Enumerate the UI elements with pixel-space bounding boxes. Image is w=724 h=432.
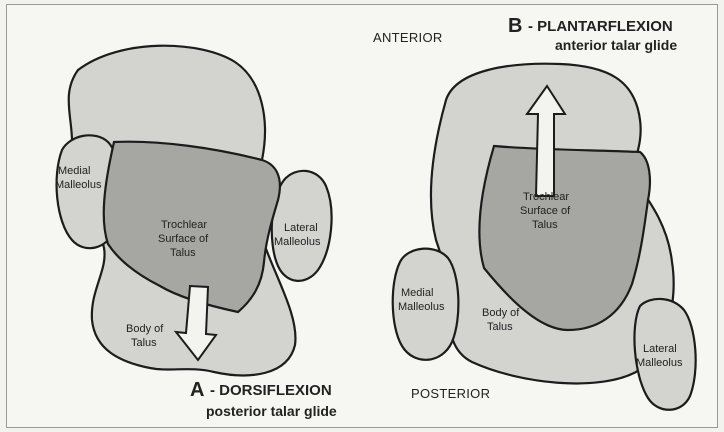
panel-a-trochlear-label-2: Surface of: [158, 233, 209, 245]
anterior-label: ANTERIOR: [373, 30, 443, 45]
panel-b-trochlear-label-1: Trochlear: [523, 191, 569, 203]
panel-a-body-label-2: Talus: [131, 337, 157, 349]
panel-a-dorsiflexion: Medial Malleolus Lateral Malleolus Troch…: [55, 46, 337, 419]
panel-b-lateral-label-1: Lateral: [643, 343, 677, 355]
posterior-label: POSTERIOR: [411, 386, 490, 401]
panel-b-title: - PLANTARFLEXION: [528, 18, 673, 35]
panel-a-body-label-1: Body of: [126, 323, 164, 335]
panel-b-trochlear-label-3: Talus: [532, 219, 558, 231]
panel-a-subtitle: posterior talar glide: [206, 403, 337, 419]
panel-b-body-label-1: Body of: [482, 307, 520, 319]
panel-b-lateral-label-2: Malleolus: [636, 357, 683, 369]
panel-a-title: - DORSIFLEXION: [210, 382, 332, 399]
panel-b-trochlear-label-2: Surface of: [520, 205, 571, 217]
panel-b-subtitle: anterior talar glide: [555, 37, 677, 53]
panel-b-medial-label-2: Malleolus: [398, 301, 445, 313]
panel-a-trochlear-label-3: Talus: [170, 247, 196, 259]
panel-a-lateral-label-1: Lateral: [284, 222, 318, 234]
panel-b-body-label-2: Talus: [487, 321, 513, 333]
panel-b-letter: B: [508, 15, 522, 37]
panel-a-medial-label-1: Medial: [58, 165, 90, 177]
panel-a-trochlear-label-1: Trochlear: [161, 219, 207, 231]
panel-a-lateral-label-2: Malleolus: [274, 236, 321, 248]
panel-a-letter: A: [190, 379, 204, 401]
panel-b-plantarflexion: Medial Malleolus Lateral Malleolus Troch…: [393, 15, 696, 410]
panel-b-medial-label-1: Medial: [401, 287, 433, 299]
panel-a-medial-label-2: Malleolus: [55, 179, 102, 191]
